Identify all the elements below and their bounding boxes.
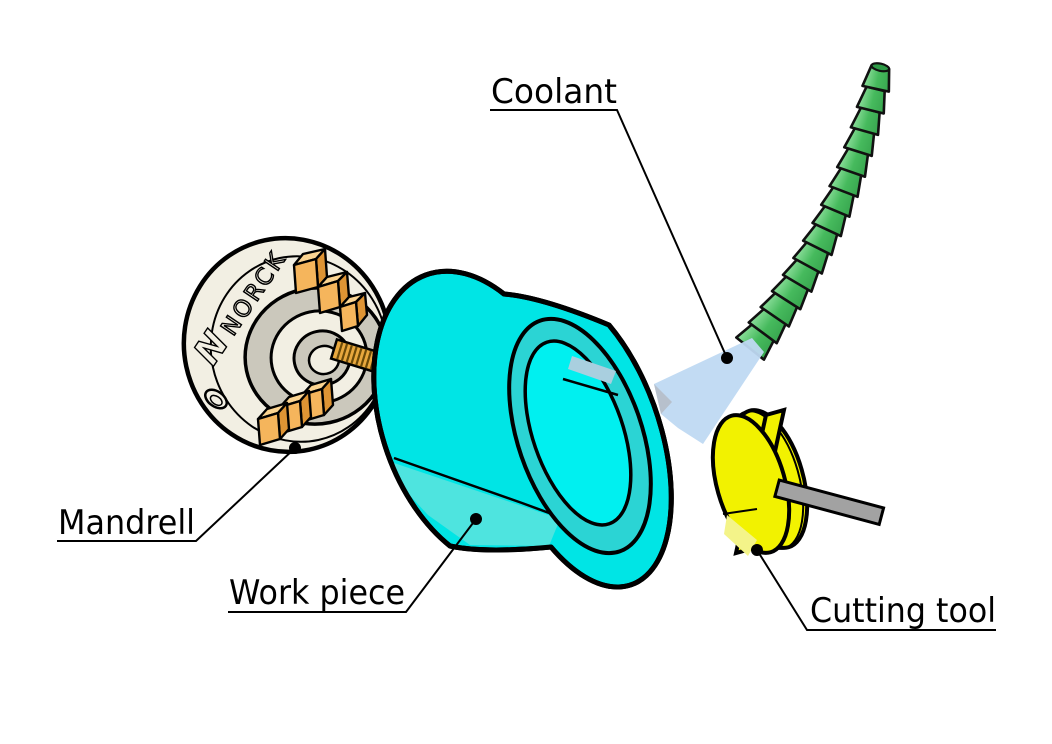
workpiece-leader-line	[228, 518, 477, 613]
chuck: N NORCK	[181, 235, 393, 455]
chuck-jaw-top	[292, 247, 369, 333]
bore-chord	[562, 377, 619, 397]
chuck-jaw-bottom	[256, 377, 335, 447]
workpiece-bore	[523, 339, 633, 527]
coolant-leader-line	[490, 109, 728, 359]
spray-fold	[654, 384, 672, 414]
workpiece-leader-dot	[470, 513, 482, 525]
coolant-label: Coolant	[491, 72, 617, 112]
coolant-hose	[735, 62, 891, 361]
workpiece	[371, 268, 674, 590]
mandrell-leader-dot	[289, 442, 301, 454]
disc-light-wedge	[724, 515, 757, 556]
cutting-tool	[710, 407, 886, 556]
mandrell-label: Mandrell	[58, 503, 195, 543]
hose-segment	[861, 62, 891, 93]
workpiece-light-band	[394, 463, 560, 546]
bore-shadow	[568, 356, 616, 384]
cutting-tool-leader-dot	[751, 544, 763, 556]
mandrell-leader-line	[57, 447, 296, 542]
tool-shaft	[773, 478, 886, 527]
cutting-tool-leader-line	[756, 549, 996, 631]
disc-crease	[722, 508, 758, 515]
workpiece-outline-redraw	[371, 268, 674, 590]
workpiece-label: Work piece	[229, 573, 405, 613]
cutting-tool-label: Cutting tool	[810, 591, 996, 631]
leader-lines	[57, 109, 996, 631]
coolant-leader-dot	[721, 352, 733, 364]
hose-opening	[870, 62, 891, 73]
chuck-screw-hole	[204, 388, 228, 410]
coolant-spray	[654, 338, 764, 444]
disc-front-face	[710, 413, 792, 555]
